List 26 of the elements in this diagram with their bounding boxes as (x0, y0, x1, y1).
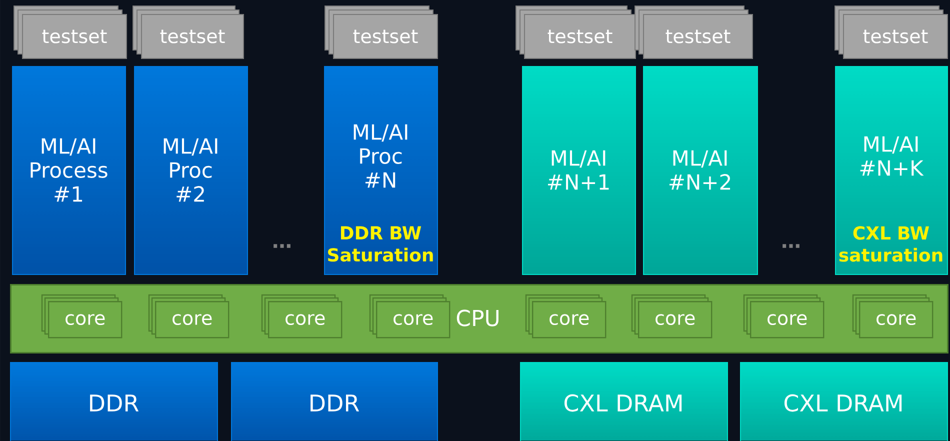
core-stack: core (369, 294, 450, 338)
core-stack: core (261, 294, 342, 338)
testset-stack: testset (516, 6, 636, 59)
testset-stack: testset (634, 6, 753, 59)
process-box: ML/AI Proc #2 (134, 66, 248, 275)
process-box: ML/AI #N+1 (522, 66, 636, 275)
testset-stack: testset (324, 6, 438, 59)
core-stack: core (525, 294, 606, 338)
memory-box: DDR (10, 362, 218, 441)
process-box: ML/AI Process #1 (12, 66, 126, 275)
memory-box: DDR (231, 362, 438, 441)
core-stack: core (41, 294, 122, 338)
memory-box: CXL DRAM (520, 362, 728, 441)
core-stack: core (852, 294, 934, 338)
process-box: ML/AI Proc #N DDR BW Saturation (324, 66, 438, 275)
core-stack: core (148, 294, 230, 338)
process-box: ML/AI #N+K CXL BW saturation (835, 66, 948, 275)
process-box: ML/AI #N+2 (643, 66, 758, 275)
memory-box: CXL DRAM (740, 362, 948, 441)
core-stack: core (631, 294, 712, 338)
testset-stack: testset (132, 6, 244, 59)
core-stack: core (743, 294, 824, 338)
testset-stack: testset (834, 6, 948, 59)
ellipsis: … (782, 244, 800, 248)
testset-stack: testset (14, 6, 127, 59)
ellipsis: … (274, 244, 290, 248)
